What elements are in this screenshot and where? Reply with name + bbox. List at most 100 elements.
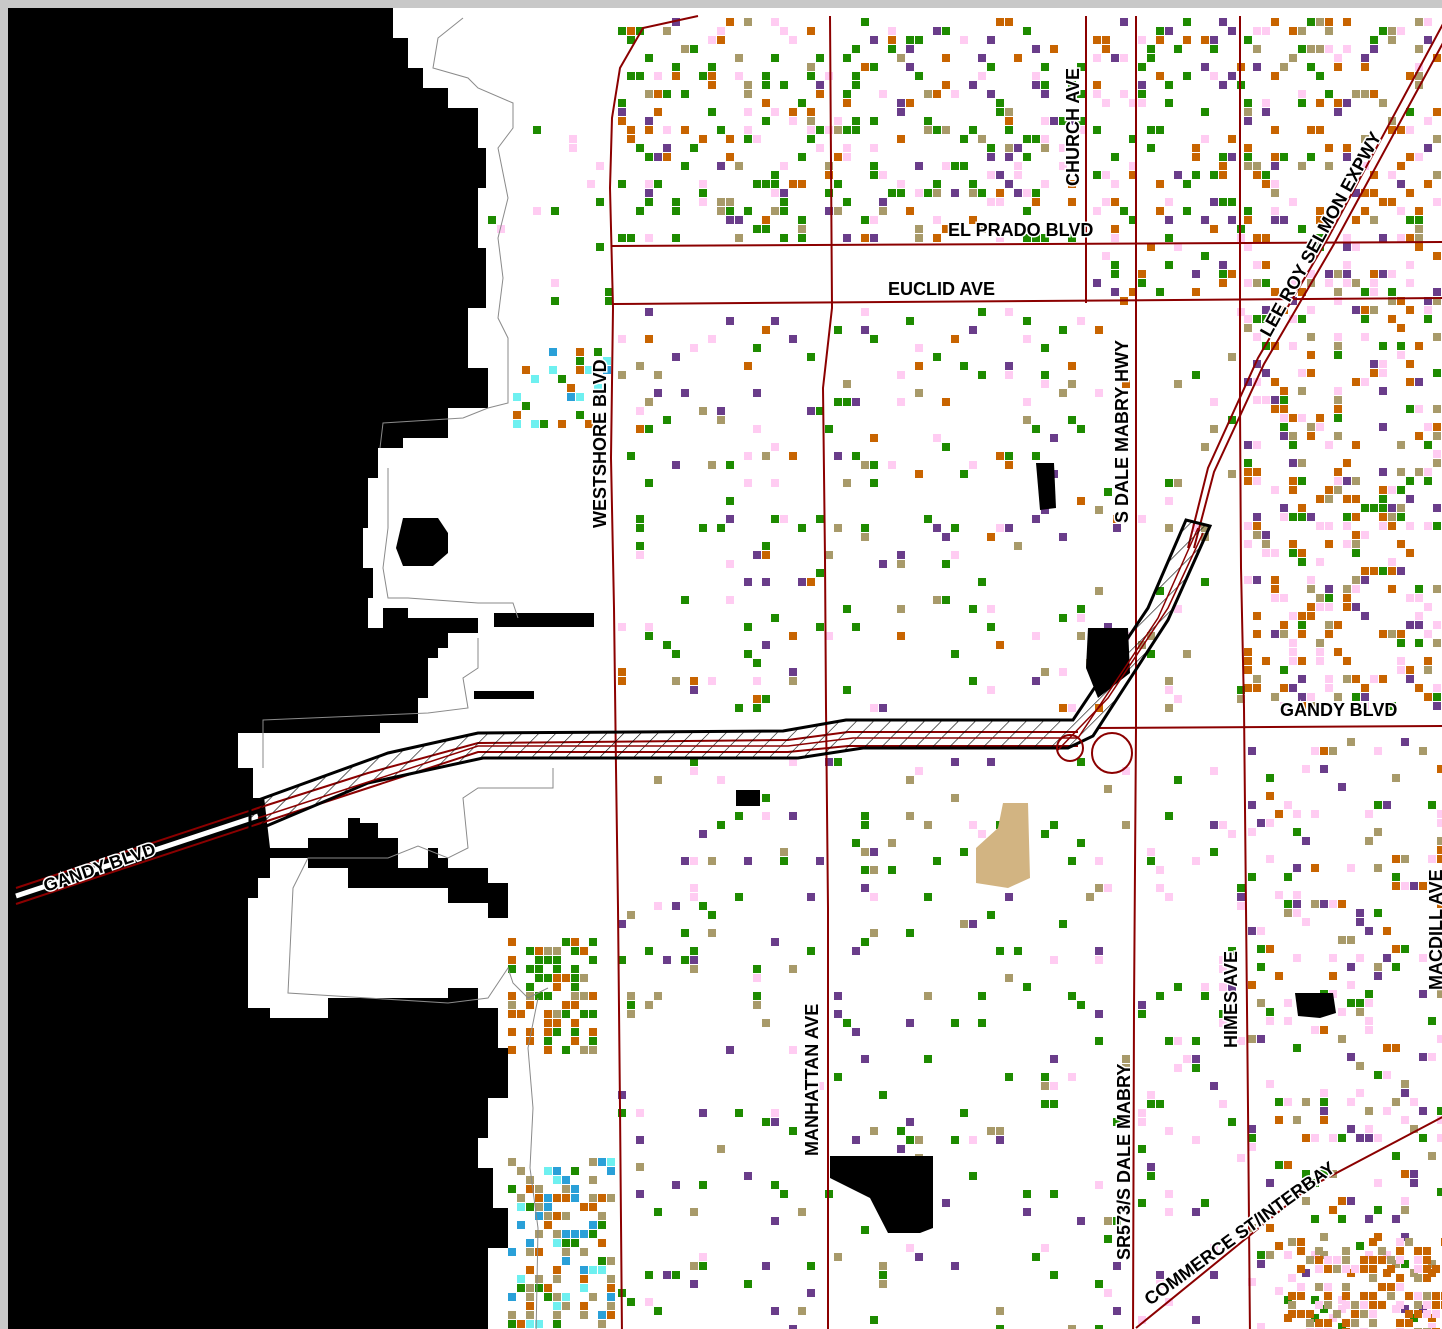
landuse-cell-commercial [1325, 486, 1333, 494]
landuse-cell-residential [1289, 612, 1297, 620]
landuse-cell-forest [906, 1136, 914, 1144]
landuse-cell-institutional [699, 830, 707, 838]
landuse-cell-forest [726, 207, 734, 215]
landuse-cell-residential [1219, 1019, 1227, 1027]
landuse-cell-commercial [1360, 1256, 1368, 1264]
road-manhattan [821, 15, 834, 1329]
landuse-cell-commercial [789, 632, 797, 640]
landuse-cell-residential [771, 189, 779, 197]
landuse-cell-grassland [526, 992, 534, 1000]
landuse-cell-residential [1406, 279, 1414, 287]
landuse-cell-commercial [508, 938, 516, 946]
landuse-cell-grassland [1347, 738, 1355, 746]
landuse-cell-commercial [1342, 1292, 1350, 1300]
landuse-cell-residential [1253, 261, 1261, 269]
landuse-cell-forest [627, 452, 635, 460]
landuse-cell-grassland [1315, 1283, 1323, 1291]
landuse-cell-institutional [1383, 801, 1391, 809]
landuse-cell-wetland [607, 1293, 615, 1301]
landuse-cell-institutional [1244, 117, 1252, 125]
landuse-cell-commercial [1201, 36, 1209, 44]
landuse-cell-forest [1298, 225, 1306, 233]
landuse-cell-grassland [1352, 540, 1360, 548]
landuse-cell-institutional [906, 1118, 914, 1126]
landuse-cell-commercial [1392, 1044, 1400, 1052]
landuse-cell-institutional [1320, 765, 1328, 773]
landuse-cell-wetland [535, 1212, 543, 1220]
landuse-cell-forest [1248, 873, 1256, 881]
landuse-cell-commercial [535, 947, 543, 955]
landuse-cell-forest [780, 198, 788, 206]
landuse-cell-commercial [1244, 684, 1252, 692]
landuse-cell-institutional [1050, 1055, 1058, 1063]
landuse-cell-institutional [672, 353, 680, 361]
landuse-cell-grassland [1343, 675, 1351, 683]
landuse-cell-grassland [553, 1311, 561, 1319]
landuse-cell-forest [526, 1203, 534, 1211]
landuse-cell-commercial [1374, 1233, 1382, 1241]
landuse-cell-forest [951, 650, 959, 658]
road-westshore [608, 15, 699, 1329]
landuse-cell-commercial [1379, 198, 1387, 206]
landuse-cell-residential [1334, 387, 1342, 395]
landuse-cell-residential [1298, 90, 1306, 98]
landuse-cell-institutional [1111, 54, 1119, 62]
landuse-cell-grassland [654, 992, 662, 1000]
landuse-cell-grassland [1334, 396, 1342, 404]
landuse-cell-forest [771, 180, 779, 188]
landuse-cell-forest [888, 45, 896, 53]
landuse-cell-grassland [535, 1275, 543, 1283]
landuse-cell-residential [1244, 279, 1252, 287]
landuse-cell-commercial [1405, 1310, 1413, 1318]
landuse-cell-commercial [1387, 1283, 1395, 1291]
landuse-cell-forest [1201, 578, 1209, 586]
landuse-cell-commercial [816, 90, 824, 98]
landuse-cell-institutional [1379, 234, 1387, 242]
landuse-cell-residential [1307, 306, 1315, 314]
landuse-cell-institutional [1228, 216, 1236, 224]
landuse-cell-forest [1289, 549, 1297, 557]
landuse-cell-grassland [1095, 506, 1103, 514]
landuse-cell-grassland [1316, 594, 1324, 602]
landuse-cell-grassland [1298, 459, 1306, 467]
landuse-cell-commercial [1050, 45, 1058, 53]
landuse-cell-residential [1415, 405, 1423, 413]
landuse-cell-forest [969, 126, 977, 134]
landuse-cell-commercial [1423, 1265, 1431, 1273]
landuse-cell-commercial [1315, 1256, 1323, 1264]
landuse-cell-residential [1424, 117, 1432, 125]
landuse-cell-grassland [1388, 297, 1396, 305]
landuse-cell-institutional [1392, 1215, 1400, 1223]
landuse-cell-residential [1383, 1107, 1391, 1115]
landuse-cell-commercial [1406, 360, 1414, 368]
landuse-cell-forest [1023, 27, 1031, 35]
landuse-cell-residential [1334, 333, 1342, 341]
landuse-cell-forest [654, 180, 662, 188]
landuse-cell-commercial [1298, 288, 1306, 296]
landuse-cell-grassland [996, 1307, 1004, 1315]
landuse-cell-commercial [1423, 1247, 1431, 1255]
landuse-cell-grassland [1361, 90, 1369, 98]
landuse-cell-shallow_water [517, 1203, 525, 1211]
landuse-cell-institutional [1383, 954, 1391, 962]
landuse-cell-forest [618, 99, 626, 107]
landuse-cell-commercial [807, 27, 815, 35]
landuse-cell-residential [897, 180, 905, 188]
landuse-cell-grassland [1352, 477, 1360, 485]
landuse-cell-forest [1138, 90, 1146, 98]
landuse-cell-institutional [789, 668, 797, 676]
landuse-cell-commercial [1253, 630, 1261, 638]
landuse-cell-grassland [987, 1127, 995, 1135]
landuse-cell-residential [618, 335, 626, 343]
landuse-cell-residential [1423, 1310, 1431, 1318]
landuse-cell-forest [1284, 900, 1292, 908]
landuse-cell-residential [816, 1082, 824, 1090]
landuse-cell-grassland [1122, 1064, 1130, 1072]
landuse-cell-shallow_water [553, 1176, 561, 1184]
landuse-cell-commercial [1415, 684, 1423, 692]
landuse-cell-grassland [690, 1262, 698, 1270]
landuse-cell-forest [699, 1181, 707, 1189]
landuse-cell-residential [1307, 576, 1315, 584]
landuse-cell-forest [771, 614, 779, 622]
landuse-cell-institutional [807, 407, 815, 415]
